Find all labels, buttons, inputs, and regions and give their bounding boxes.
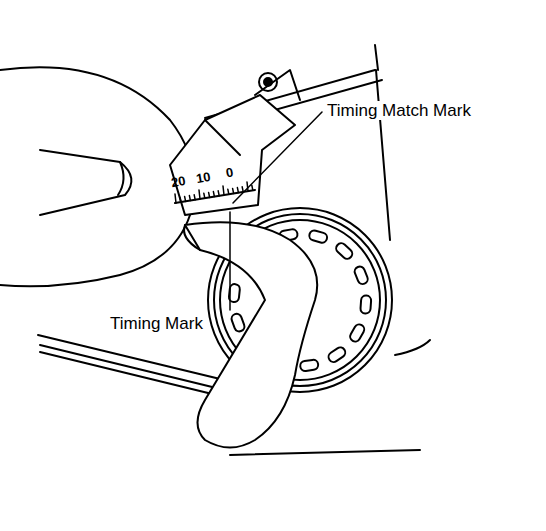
pulley-slot [230,312,246,332]
scale-tick [194,195,195,200]
scale-tick [185,196,186,201]
scale-tick [233,188,234,193]
pulley-slot [348,323,366,344]
pulley-slot [327,346,348,364]
callout-label: Timing Mark [108,314,205,333]
scale-tick [218,191,219,196]
scale-number: 10 [195,170,212,185]
callout-label: Timing Match Mark [325,101,473,120]
scale-tick [204,193,205,198]
pulley-slot [308,229,328,244]
scale-number: 20 [170,174,187,189]
scale-tick [209,192,210,197]
scale-tick [180,197,181,202]
scale-tick [228,189,229,194]
scale-tick [237,188,238,193]
pulley-slot [334,241,354,260]
scale-tick [242,187,243,192]
scale-tick [252,185,253,190]
scale-tick [223,186,224,195]
pulley-slot [353,265,369,285]
scale-tick [175,194,176,203]
pulley-slot [360,295,371,314]
scale-tick [199,190,200,199]
scale-tick [189,196,190,201]
scale-tick [247,182,248,191]
pulley-slot [300,359,319,371]
scale-tick [213,192,214,197]
